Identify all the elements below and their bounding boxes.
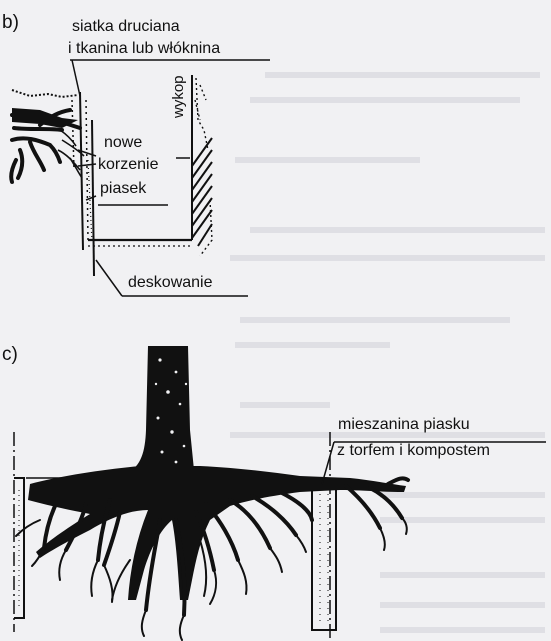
label-sand: piasek: [100, 180, 146, 198]
wire-mesh-wall: [80, 92, 83, 250]
label-fabric: i tkanina lub włóknina: [68, 40, 220, 58]
label-formwork: deskowanie: [128, 274, 213, 292]
label-mix-line1: mieszanina piasku: [338, 416, 470, 434]
label-roots: korzenie: [98, 156, 158, 174]
soil-surface-line: [12, 90, 78, 97]
left-trench-frame: [14, 478, 24, 618]
label-new: nowe: [104, 134, 142, 152]
panel-b-letter: b): [2, 14, 19, 32]
label-wire-mesh: siatka druciana: [72, 18, 180, 36]
leader-formwork: [96, 260, 122, 296]
right-trench-frame: [312, 478, 336, 630]
background-print-texture: [230, 75, 545, 630]
tree-trunk: [120, 346, 270, 478]
label-mix-line2: z torfem i kompostem: [337, 442, 490, 460]
sand-layer: [88, 160, 92, 242]
panel-c-letter: c): [2, 346, 18, 364]
excavation-hatching: [192, 138, 212, 246]
label-excavation: wykop: [170, 75, 188, 118]
